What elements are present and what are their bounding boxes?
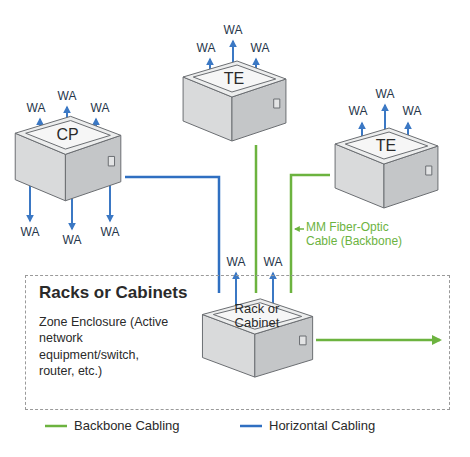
equipment-box: TE [178,55,290,145]
outlet-label: WA [264,255,283,269]
outlet-label: WA [91,101,110,115]
outlet-label: WA [349,104,368,118]
box-top-face [202,299,312,334]
box-label: TE [330,137,442,155]
cable-callout: MM Fiber-Optic Cable (Backbone) [306,220,406,248]
wa-arrow [29,182,31,221]
cable-connector [255,145,258,293]
box-label: TE [178,70,290,88]
box-illustration [178,55,290,145]
box-illustration [10,110,125,205]
wa-arrow [71,195,73,229]
legend-line-sample [240,420,262,432]
uplink-arrow [316,339,440,342]
box-illustration [330,122,442,212]
legend-text: Backbone Cabling [74,418,180,433]
legend-entry: Backbone Cabling [45,418,180,433]
equipment-box: CP [10,110,125,205]
box-latch [300,336,307,345]
box-latch [108,156,114,166]
box-label: Rack or Cabinet [225,302,289,332]
legend-text: Horizontal Cabling [269,418,375,433]
outlet-label: WA [227,255,246,269]
legend-line-sample [45,420,67,432]
outlet-label: WA [224,23,243,37]
legend-line [45,424,67,427]
equipment-box: TE [330,122,442,212]
outlet-label: WA [58,89,77,103]
leader-arrow [295,228,304,230]
zone-heading: Racks or Cabinets [39,282,239,304]
outlet-label: WA [251,41,270,55]
legend-entry: Horizontal Cabling [240,418,375,433]
equipment-box: Rack or Cabinet [197,293,317,381]
box-label: CP [10,126,125,144]
outlet-label: WA [197,41,216,55]
legend-line [240,424,262,427]
outlet-label: WA [403,104,422,118]
outlet-label: WA [21,225,40,239]
outlet-label: WA [63,233,82,247]
outlet-label: WA [101,225,120,239]
zone-description: Zone Enclosure (Active network equipment… [39,314,173,379]
wa-arrow [109,185,111,221]
outlet-label: WA [27,101,46,115]
outlet-label: WA [376,87,395,101]
box-latch [274,99,280,108]
box-latch [426,166,432,175]
zone-enclosure: Racks or CabinetsZone Enclosure (Active … [25,275,450,410]
